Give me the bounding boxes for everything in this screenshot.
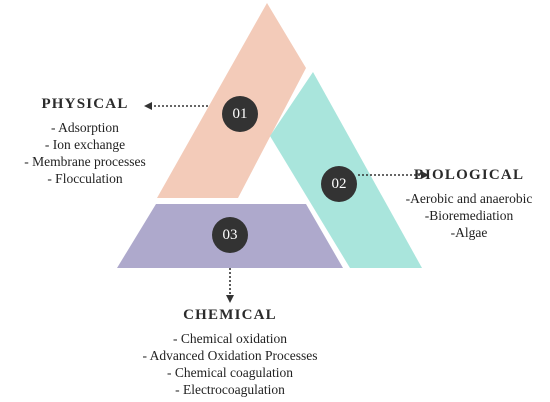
biological-method-item: -Algae <box>450 225 488 240</box>
biological-title: BIOLOGICAL <box>413 167 525 183</box>
physical-method-item: - Ion exchange <box>44 137 126 152</box>
physical-methods-block: PHYSICAL - Adsorption - Ion exchange - M… <box>0 96 170 187</box>
chemical-methods-list: - Chemical oxidation - Advanced Oxidatio… <box>110 330 350 398</box>
biological-methods-block: BIOLOGICAL -Aerobic and anaerobic -Biore… <box>384 167 550 241</box>
chemical-method-item: - Electrocoagulation <box>175 382 285 397</box>
arrowhead-physical <box>144 102 152 110</box>
physical-method-item: - Flocculation <box>47 171 123 186</box>
chemical-methods-block: CHEMICAL - Chemical oxidation - Advanced… <box>110 307 350 398</box>
chemical-title: CHEMICAL <box>183 307 277 323</box>
badge-01-text: 01 <box>233 106 248 122</box>
physical-methods-list: - Adsorption - Ion exchange - Membrane p… <box>0 119 170 187</box>
biological-method-item: -Aerobic and anaerobic <box>405 191 533 206</box>
arrowhead-biological <box>421 171 429 179</box>
chemical-method-item: - Advanced Oxidation Processes <box>142 348 318 363</box>
physical-title: PHYSICAL <box>41 96 129 112</box>
physical-method-item: - Adsorption <box>51 120 119 135</box>
badge-02-text: 02 <box>332 176 347 192</box>
arrowhead-chemical <box>226 295 234 303</box>
chemical-method-item: - Chemical oxidation <box>173 331 287 346</box>
biological-method-item: -Bioremediation <box>424 208 514 223</box>
chemical-method-item: - Chemical coagulation <box>167 365 293 380</box>
number-badge-03: 03 <box>212 217 248 253</box>
number-badge-02: 02 <box>321 166 357 202</box>
physical-method-item: - Membrane processes <box>24 154 146 169</box>
badge-03-text: 03 <box>223 227 238 243</box>
biological-methods-list: -Aerobic and anaerobic -Bioremediation -… <box>384 190 550 241</box>
number-badge-01: 01 <box>222 96 258 132</box>
